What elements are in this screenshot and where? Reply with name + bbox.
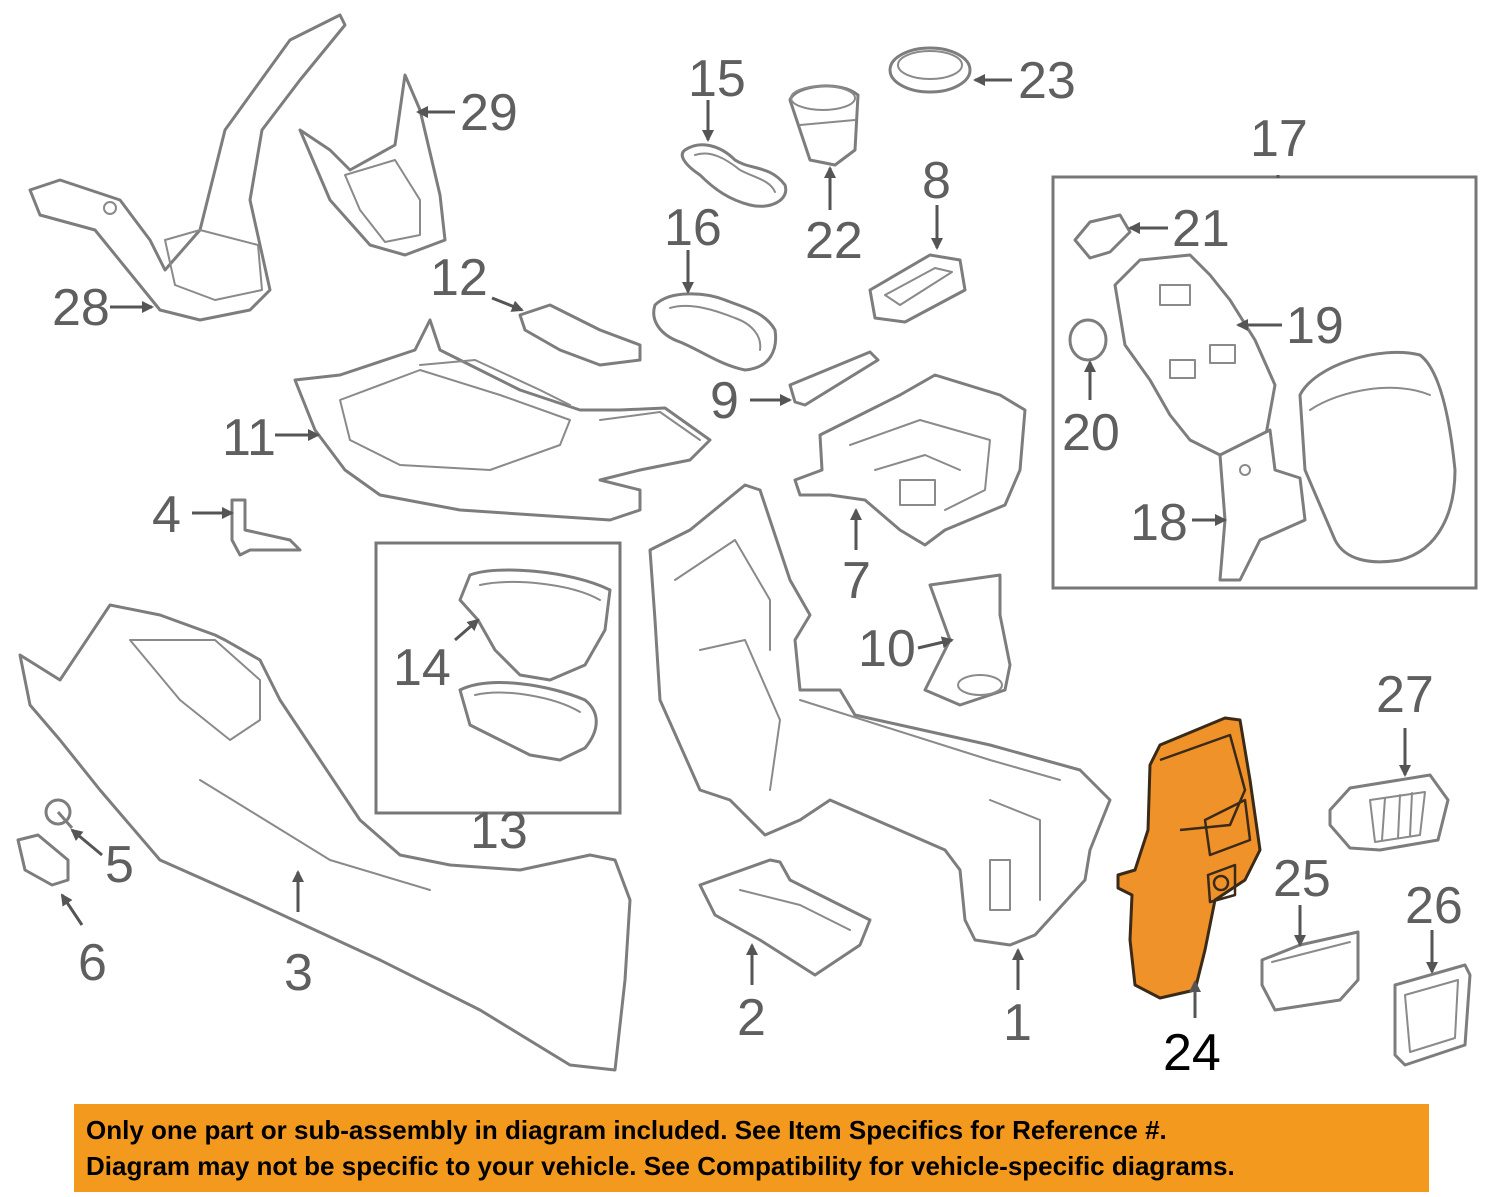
part-28-trim-bezel: [28, 13, 347, 322]
callout-19: 19: [1286, 297, 1344, 355]
callout-6: 6: [78, 934, 107, 992]
part-12-trim-piece: [518, 303, 642, 367]
callout-14: 14: [393, 639, 451, 697]
callout-15: 15: [688, 50, 746, 108]
part-3-side-panel: [18, 603, 632, 1072]
part-7-storage-bin: [793, 373, 1027, 547]
callout-26: 26: [1405, 877, 1463, 935]
part-4-clip: [230, 498, 302, 557]
callout-18: 18: [1130, 494, 1188, 552]
callout-9: 9: [710, 372, 739, 430]
part-2-bracket: [698, 858, 872, 977]
callout-11: 11: [222, 409, 276, 467]
callout-12: 12: [430, 249, 488, 307]
part-14-cup-holder-upper: [458, 568, 612, 682]
part-25-pocket: [1260, 930, 1360, 1012]
part-21-latch: [1073, 213, 1132, 260]
part-11-upper-panel: [293, 318, 712, 522]
callout-16: 16: [664, 199, 722, 257]
part-23-ring: [888, 46, 972, 94]
part-6-cover: [16, 833, 70, 887]
part-5-push-pin: [44, 798, 74, 829]
part-18-hinge: [1218, 428, 1307, 582]
disclaimer-line-2: Diagram may not be specific to your vehi…: [86, 1151, 1235, 1181]
part-15-cup-ring: [680, 143, 788, 208]
callout-10: 10: [858, 620, 916, 678]
disclaimer-banner: Only one part or sub-assembly in diagram…: [74, 1104, 1429, 1192]
callout-8: 8: [922, 152, 951, 210]
callout-22: 22: [805, 212, 863, 270]
part-1-console-body: [648, 483, 1112, 947]
part-8-tray: [868, 253, 967, 324]
part-19-armrest-frame: [1113, 253, 1277, 457]
callout-21: 21: [1172, 200, 1230, 258]
callout-29: 29: [460, 84, 518, 142]
callout-labels: 29 15 23 22 8 16 12 28 11 9 4 7 14 13 17…: [52, 50, 1463, 1082]
callout-1: 1: [1003, 994, 1032, 1052]
part-24-rear-panel-highlighted: [1116, 716, 1262, 1000]
part-20-plug: [1068, 318, 1108, 362]
part-27-vent: [1328, 773, 1450, 852]
part-22-cup-insert: [788, 84, 860, 167]
callout-20: 20: [1062, 404, 1120, 462]
part-10-bezel: [923, 573, 1012, 707]
callout-5: 5: [105, 836, 134, 894]
part-26-bezel: [1393, 963, 1472, 1067]
callout-27: 27: [1376, 666, 1434, 724]
part-9-bracket: [788, 350, 880, 407]
callout-17: 17: [1250, 110, 1308, 168]
group-box-17: [1051, 175, 1478, 590]
callout-13: 13: [470, 802, 528, 860]
callout-7: 7: [842, 552, 871, 610]
callout-24: 24: [1163, 1024, 1221, 1082]
part-14-cup-holder-lower: [458, 681, 598, 762]
disclaimer-line-1: Only one part or sub-assembly in diagram…: [86, 1115, 1167, 1145]
callout-4: 4: [152, 486, 181, 544]
callout-3: 3: [284, 944, 313, 1002]
part-16-cup-frame: [652, 292, 778, 372]
leader-arrows: [60, 74, 1438, 1018]
callout-25: 25: [1273, 850, 1331, 908]
callout-2: 2: [737, 989, 766, 1047]
part-17-armrest-pad: [1298, 350, 1457, 564]
group-box-13: [374, 541, 622, 815]
part-29-shifter-trim: [298, 73, 447, 257]
callout-28: 28: [52, 279, 110, 337]
callout-23: 23: [1018, 52, 1076, 110]
